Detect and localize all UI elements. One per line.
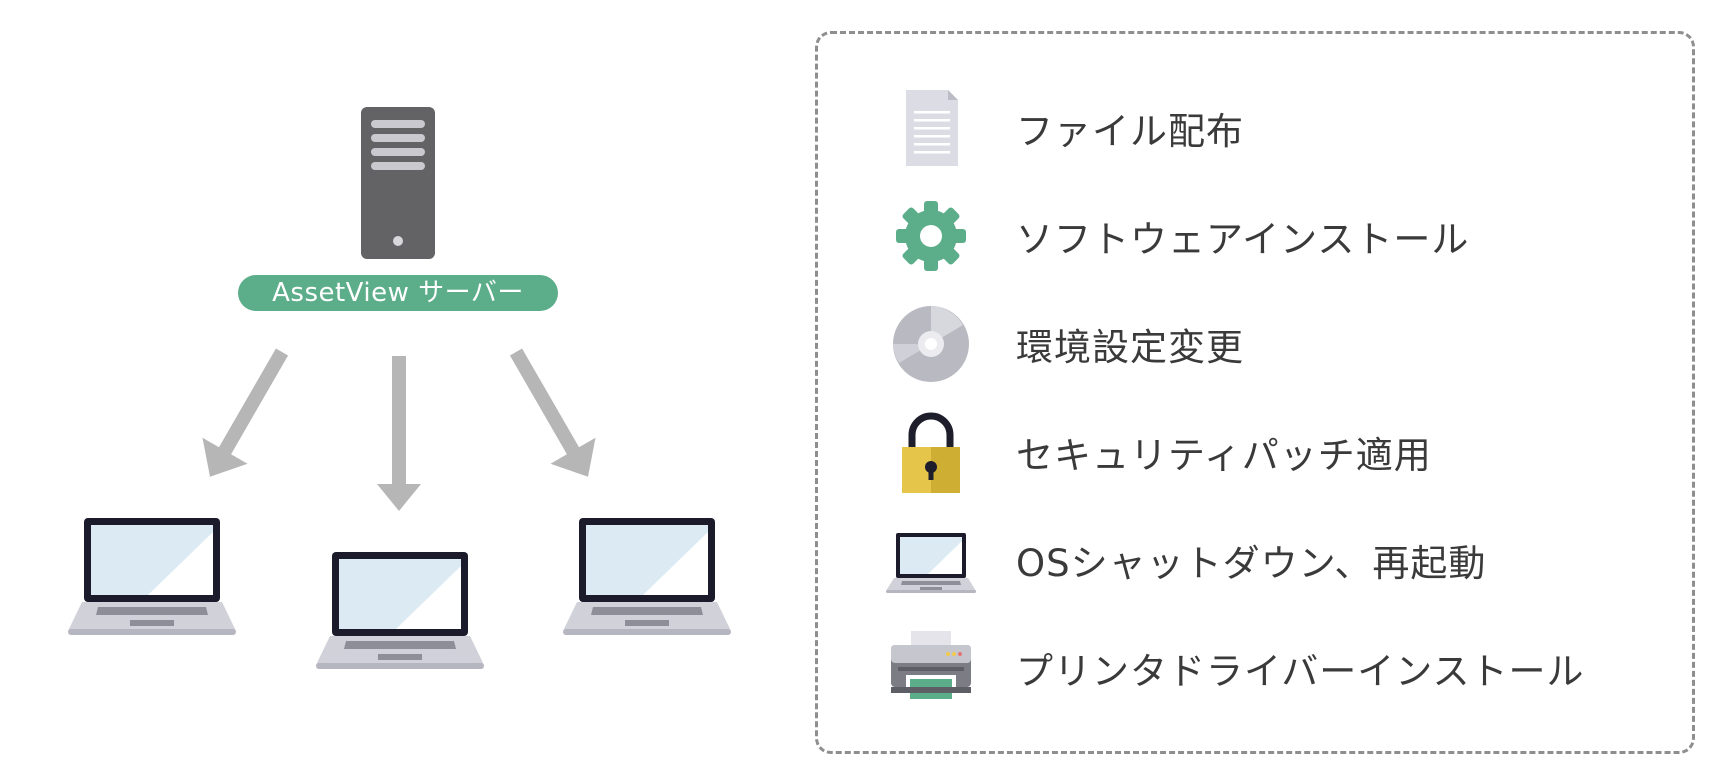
document-icon <box>886 83 976 173</box>
disc-icon <box>886 299 976 389</box>
list-item-label: セキュリティパッチ適用 <box>1016 434 1432 477</box>
server-tower-icon <box>361 107 435 259</box>
list-item-label: ソフトウェアインストール <box>1016 218 1470 261</box>
list-item-printer-driver: プリンタドライバーインストール <box>818 618 1698 718</box>
printer-icon <box>886 623 976 713</box>
client-laptop-center <box>316 552 484 669</box>
list-item-label: 環境設定変更 <box>1016 326 1244 369</box>
list-item-config-change: 環境設定変更 <box>818 294 1698 394</box>
list-item-software-install: ソフトウェアインストール <box>818 186 1698 286</box>
server-label-badge: AssetView サーバー <box>238 275 558 311</box>
distribution-arrows <box>202 348 596 511</box>
arrow-left <box>202 348 289 477</box>
feature-list-panel: ファイル配布 ソフトウェアインストール <box>815 31 1695 754</box>
list-item-label: プリンタドライバーインストール <box>1016 650 1585 693</box>
padlock-icon <box>886 407 976 497</box>
arrow-center <box>377 356 421 511</box>
list-item-label: OSシャットダウン、再起動 <box>1016 542 1487 585</box>
distribution-diagram: AssetView サーバー <box>0 0 760 784</box>
list-item-os-shutdown: OSシャットダウン、再起動 <box>818 510 1698 610</box>
client-laptop-left <box>68 518 236 635</box>
client-laptop-right <box>563 518 731 635</box>
laptop-icon <box>886 515 976 605</box>
list-item-file-distribution: ファイル配布 <box>818 78 1698 178</box>
arrow-right <box>509 348 596 477</box>
list-item-label: ファイル配布 <box>1016 110 1244 153</box>
gear-icon <box>886 191 976 281</box>
list-item-security-patch: セキュリティパッチ適用 <box>818 402 1698 502</box>
